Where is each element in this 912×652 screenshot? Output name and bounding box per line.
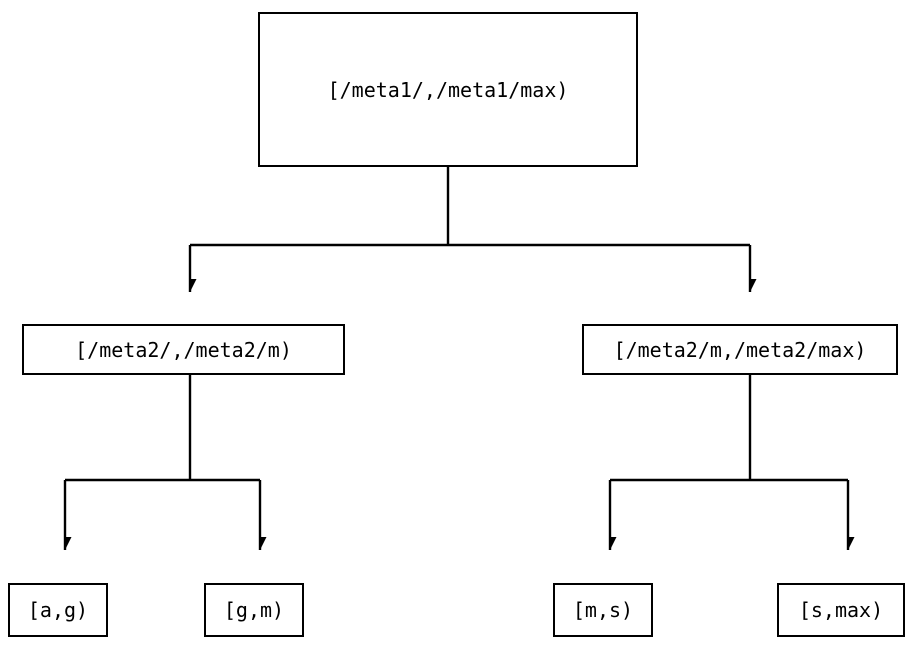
node-leaf-g-m-label: [g,m): [223, 598, 285, 622]
node-leaf-s-max-label: [s,max): [798, 598, 884, 622]
node-leaf-m-s[interactable]: [m,s): [553, 583, 653, 637]
node-mid-right-label: [/meta2/m,/meta2/max): [613, 337, 867, 362]
edge-mid-right-to-leaves: [608, 375, 848, 550]
node-mid-left[interactable]: [/meta2/,/meta2/m): [22, 324, 345, 375]
node-leaf-a-g-label: [a,g): [27, 598, 89, 622]
node-root-label: [/meta1/,/meta1/max): [327, 77, 569, 102]
node-leaf-s-max[interactable]: [s,max): [777, 583, 905, 637]
node-mid-left-label: [/meta2/,/meta2/m): [75, 337, 292, 362]
node-leaf-g-m[interactable]: [g,m): [204, 583, 304, 637]
edge-root-to-mid-level: [188, 167, 750, 292]
node-root[interactable]: [/meta1/,/meta1/max): [258, 12, 638, 167]
node-leaf-m-s-label: [m,s): [572, 598, 634, 622]
node-leaf-a-g[interactable]: [a,g): [8, 583, 108, 637]
edge-mid-left-to-leaves: [63, 375, 260, 550]
node-mid-right[interactable]: [/meta2/m,/meta2/max): [582, 324, 898, 375]
